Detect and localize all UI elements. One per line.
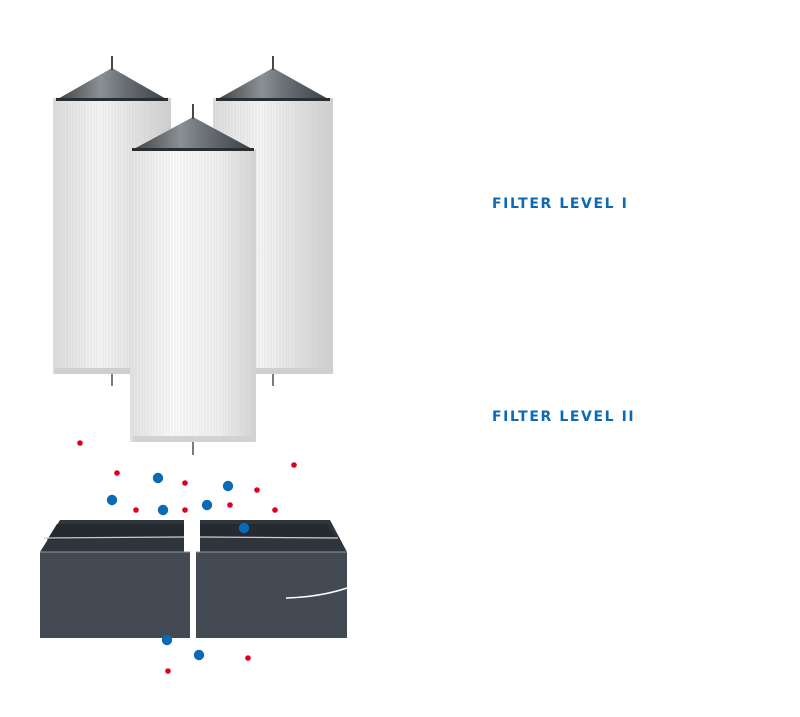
particle-large bbox=[152, 472, 164, 484]
particle-large bbox=[238, 522, 250, 534]
filter-level-1-label: FILTER LEVEL I bbox=[492, 196, 629, 212]
particle-large bbox=[157, 504, 169, 516]
particle-small bbox=[272, 507, 278, 513]
particle-large bbox=[222, 480, 234, 492]
particle-small bbox=[254, 487, 260, 493]
collection-tank bbox=[40, 520, 348, 638]
particle-small bbox=[182, 480, 188, 486]
particle-small bbox=[165, 668, 171, 674]
particle-large bbox=[106, 494, 118, 506]
particle-large bbox=[161, 634, 173, 646]
particle-small bbox=[182, 507, 188, 513]
particle-small bbox=[77, 440, 83, 446]
particle-small bbox=[133, 507, 139, 513]
particle-small bbox=[245, 655, 251, 661]
filter-cartridge-front bbox=[130, 104, 256, 455]
particle-large bbox=[201, 499, 213, 511]
filter-level-2-label: FILTER LEVEL II bbox=[492, 409, 636, 425]
particle-small bbox=[227, 502, 233, 508]
particle-small bbox=[114, 470, 120, 476]
particle-small bbox=[291, 462, 297, 468]
particles bbox=[77, 440, 297, 674]
particle-large bbox=[193, 649, 205, 661]
